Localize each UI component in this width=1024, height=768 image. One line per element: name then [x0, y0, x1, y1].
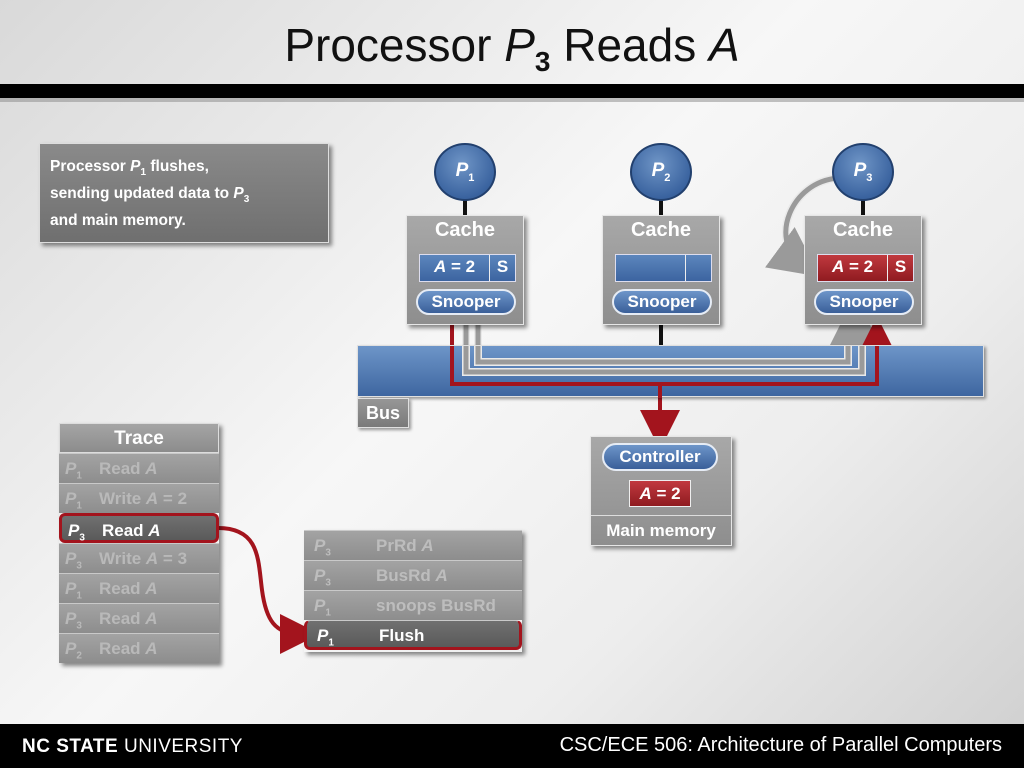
snooper-badge: Snooper	[612, 289, 712, 315]
slide-title: Processor P3 Reads A	[284, 19, 740, 78]
trace-header: Trace	[59, 423, 219, 453]
cache-p1: Cache A = 2 S Snooper	[406, 215, 524, 325]
processor-p2: P2	[630, 143, 692, 201]
cache-line-state: S	[894, 257, 907, 276]
bus-label: Bus	[357, 398, 409, 428]
memory-value: A = 2	[629, 480, 691, 507]
cache-header: Cache	[434, 219, 496, 241]
cache-header: Cache	[832, 219, 894, 241]
processor-p1: P1	[434, 143, 496, 201]
course-title: CSC/ECE 506: Architecture of Parallel Co…	[559, 734, 1002, 756]
cache-line-value: A = 2	[420, 255, 490, 281]
controller-badge: Controller	[602, 443, 718, 471]
snooper-badge: Snooper	[814, 289, 914, 315]
main-memory-label: Main memory	[591, 515, 731, 546]
cache-line: A = 2 S	[419, 254, 516, 282]
cache-line	[615, 254, 712, 282]
cache-header: Cache	[630, 219, 692, 241]
university-logo: NC STATE UNIVERSITY	[22, 736, 243, 757]
cache-line-value: A = 2	[818, 255, 888, 281]
cache-p3: Cache A = 2 S Snooper	[804, 215, 922, 325]
snooper-badge: Snooper	[416, 289, 516, 315]
cache-line-state: S	[496, 257, 509, 276]
cache-p2: Cache Snooper	[602, 215, 720, 325]
cache-line-value	[616, 255, 686, 281]
explanation-note: Processor P1 flushes, sending updated da…	[39, 143, 329, 243]
title-rule	[0, 84, 1024, 102]
processor-p3: P3	[832, 143, 894, 201]
cache-line: A = 2 S	[817, 254, 914, 282]
footer-bar: NC STATE UNIVERSITY CSC/ECE 506: Archite…	[0, 724, 1024, 768]
main-memory: Controller A = 2 Main memory	[590, 436, 732, 546]
